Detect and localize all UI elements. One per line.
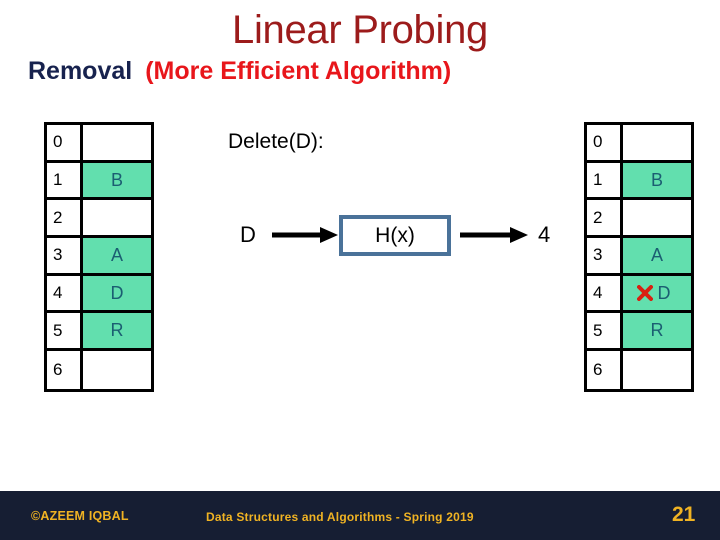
footer-page-number: 21	[672, 503, 696, 526]
row-index: 2	[47, 200, 83, 236]
row-index: 3	[47, 238, 83, 273]
row-value: A	[623, 238, 691, 273]
footer-copyright: ©AZEEM IQBAL	[31, 509, 129, 523]
cell-letter: B	[650, 169, 663, 190]
table-row: 2	[47, 200, 151, 239]
row-index: 1	[587, 162, 623, 198]
row-value	[83, 125, 151, 160]
row-index: 2	[587, 200, 623, 236]
row-index: 6	[587, 351, 623, 389]
page-title: Linear Probing	[232, 8, 488, 52]
arrow-right-icon	[272, 227, 338, 243]
row-index: 5	[47, 313, 83, 349]
row-index: 6	[47, 351, 83, 389]
row-value	[623, 125, 691, 160]
input-key-label: D	[240, 222, 256, 247]
cell-letter: D	[657, 282, 671, 303]
output-index-label: 4	[538, 222, 551, 247]
row-index: 5	[587, 313, 623, 349]
row-value: D	[623, 275, 691, 311]
cell-letter: A	[650, 244, 663, 265]
cell-letter: A	[110, 244, 123, 265]
table-row: 6	[47, 351, 151, 389]
row-value: R	[83, 313, 151, 349]
row-index: 3	[587, 238, 623, 273]
row-value	[623, 200, 691, 236]
table-row: 0	[587, 125, 691, 163]
footer-bar	[0, 491, 720, 540]
table-row: 0	[47, 125, 151, 163]
row-value: R	[623, 313, 691, 349]
row-value: A	[83, 238, 151, 273]
subtitle-algorithm-label: (More Efficient Algorithm)	[145, 57, 452, 85]
row-value	[83, 200, 151, 236]
row-value	[83, 351, 151, 389]
row-index: 0	[587, 125, 623, 160]
table-row: 6	[587, 351, 691, 389]
row-index: 4	[587, 275, 623, 311]
delete-x-icon	[637, 285, 653, 302]
row-index: 1	[47, 162, 83, 198]
footer-course-title: Data Structures and Algorithms - Spring …	[206, 510, 474, 524]
row-value: D	[83, 275, 151, 311]
table-row: 2	[587, 200, 691, 239]
row-value: B	[623, 162, 691, 198]
hash-function-label: H(x)	[375, 223, 415, 247]
cell-letter: B	[110, 169, 123, 190]
row-value: B	[83, 162, 151, 198]
cell-letter: D	[110, 282, 124, 303]
operation-label: Delete(D):	[228, 130, 324, 153]
subtitle-removal-label: Removal	[28, 57, 133, 85]
row-value	[623, 351, 691, 389]
row-index: 0	[47, 125, 83, 160]
cell-letter: R	[650, 320, 664, 341]
cell-letter: R	[110, 320, 124, 341]
row-index: 4	[47, 275, 83, 311]
hash-function-box: H(x)	[339, 215, 451, 256]
subtitle: Removal (More Efficient Algorithm)	[28, 57, 451, 85]
arrow-right-icon	[460, 227, 528, 243]
